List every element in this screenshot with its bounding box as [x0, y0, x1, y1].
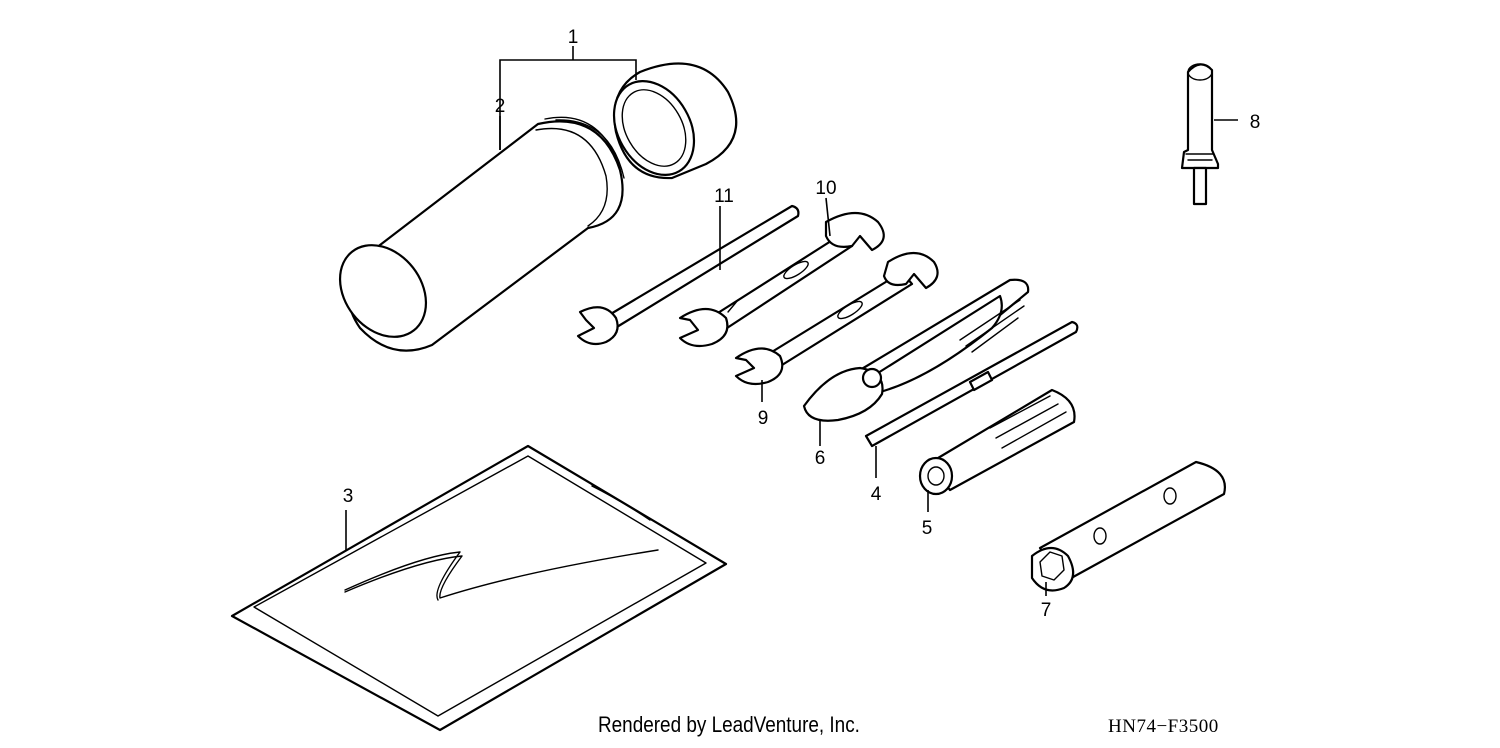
- callout-2: 2: [495, 96, 506, 117]
- wrench-10-drawing: [678, 211, 885, 348]
- callout-10: 10: [815, 178, 836, 199]
- diagram-code: HN74−F3500: [1108, 716, 1219, 737]
- callout-11: 11: [714, 186, 734, 207]
- callout-6: 6: [815, 448, 826, 469]
- screwdriver-handle-drawing: [918, 388, 1076, 496]
- pliers-drawing: [802, 278, 1030, 422]
- callout-5: 5: [922, 518, 933, 539]
- grip-drawing: [1180, 63, 1220, 206]
- callout-7: 7: [1041, 600, 1052, 621]
- tool-case-cap-drawing: [612, 62, 738, 180]
- manual-pouch-drawing: [230, 444, 728, 732]
- screwdriver-shaft-drawing: [864, 320, 1079, 448]
- callout-9: 9: [758, 408, 769, 429]
- leader-lines: [345, 46, 1238, 596]
- callout-1: 1: [568, 27, 579, 48]
- wrench-9-drawing: [734, 251, 939, 386]
- pin-spanner-drawing: [576, 204, 800, 346]
- render-credit: Rendered by LeadVenture, Inc.: [598, 712, 860, 737]
- tool-case-body-drawing: [338, 116, 625, 352]
- callout-4: 4: [871, 484, 882, 505]
- callout-3: 3: [343, 486, 354, 507]
- callout-8: 8: [1250, 112, 1261, 133]
- plug-wrench-drawing: [1030, 460, 1226, 592]
